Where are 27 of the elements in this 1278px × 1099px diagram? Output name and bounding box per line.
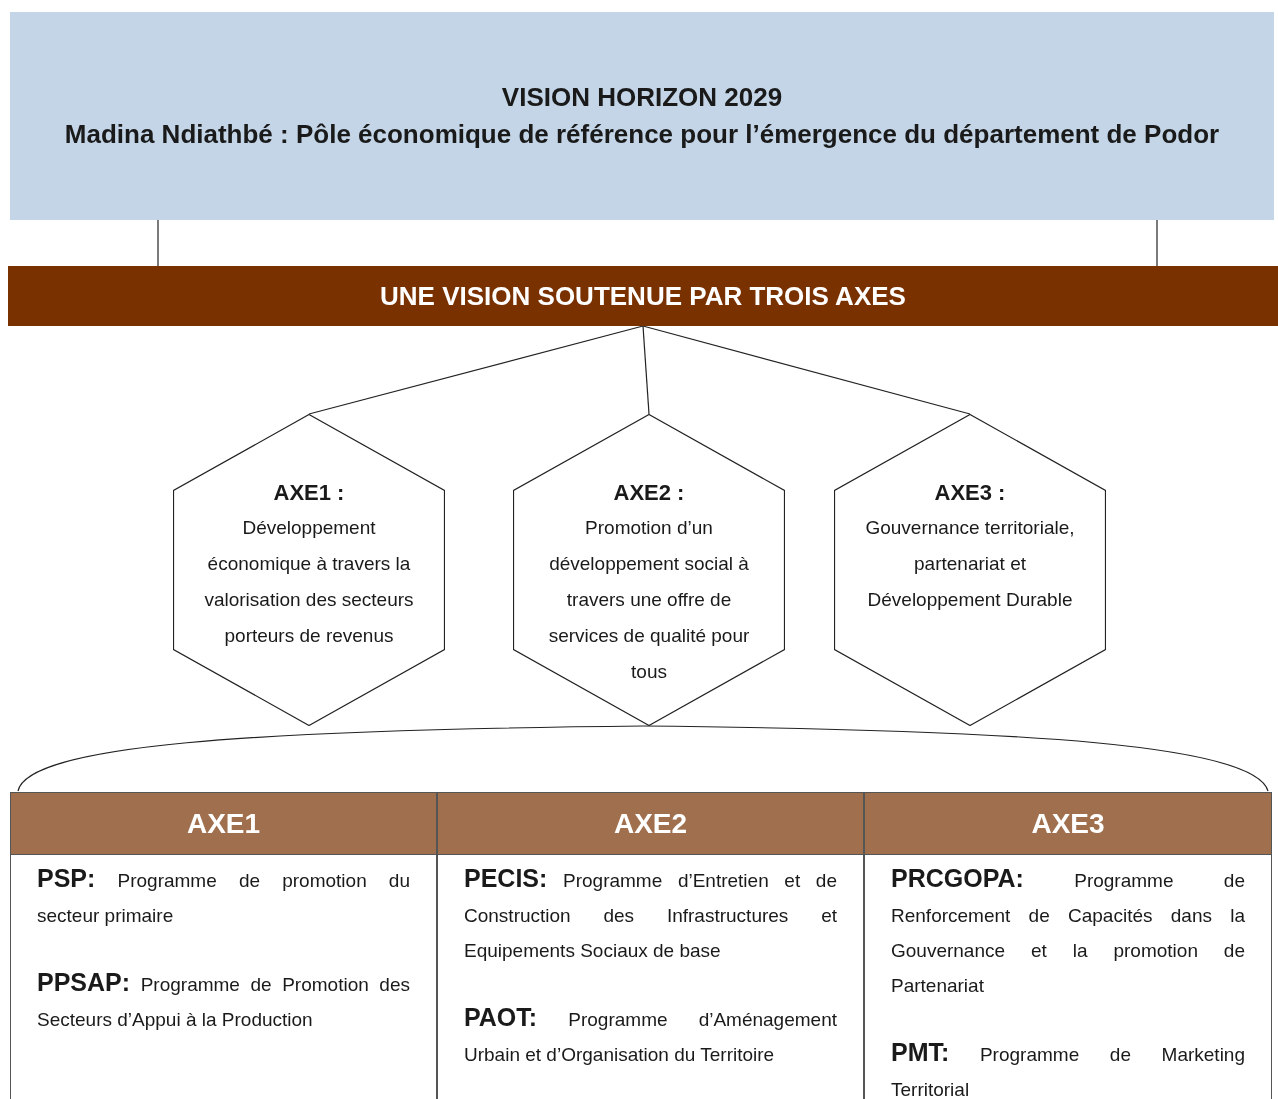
program-description: PRCGOPA: Programme de Renforcement de Capacités dans la Gouvernance et la promotion de Partenariat [891, 863, 1245, 998]
axis-description: Développement économique à travers la valorisation des secteurs porteurs de revenus [203, 516, 415, 648]
connector-line [642, 325, 650, 415]
axis-description: Promotion d’un développement social à travers une offre de services de qualité pour tous [547, 516, 751, 684]
vision-title: VISION HORIZON 2029 [501, 81, 783, 114]
banner: UNE VISION SOUTENUE PAR TROIS AXES [8, 266, 1278, 326]
table-column [437, 792, 864, 1099]
table-column [864, 792, 1272, 1099]
axis-description: Gouvernance territoriale, partenariat et Développement Durable [864, 516, 1076, 612]
vision-statement: Madina Ndiathbé : Pôle économique de référence pour l’émergence du département de Podor [64, 118, 1220, 151]
program-description: PECIS: Programme d’Entretien et de Construction des Infrastructures et Equipements Sociaux de base [464, 863, 837, 963]
vision-box [10, 12, 1274, 220]
program-description: PAOT: Programme d’Aménagement Urbain et d’Organisation du Territoire [464, 1002, 837, 1067]
column-header: AXE3 [865, 793, 1271, 855]
table-column [10, 792, 437, 1099]
program-description: PSP: Programme de promotion du secteur primaire [37, 863, 410, 928]
column-header: AXE2 [438, 793, 863, 855]
axis-title: AXE2 : [613, 479, 685, 507]
column-header: AXE1 [11, 793, 436, 855]
connector-line [157, 219, 159, 267]
axis-title: AXE1 : [273, 479, 345, 507]
connector-line [308, 325, 644, 415]
connector-line [642, 325, 971, 415]
connector-line [1156, 219, 1158, 267]
program-description: PMT: Programme de Marketing Territorial [891, 1037, 1245, 1099]
axis-title: AXE3 : [934, 479, 1006, 507]
program-description: PPSAP: Programme de Promotion des Secteurs d’Appui à la Production [37, 967, 410, 1032]
